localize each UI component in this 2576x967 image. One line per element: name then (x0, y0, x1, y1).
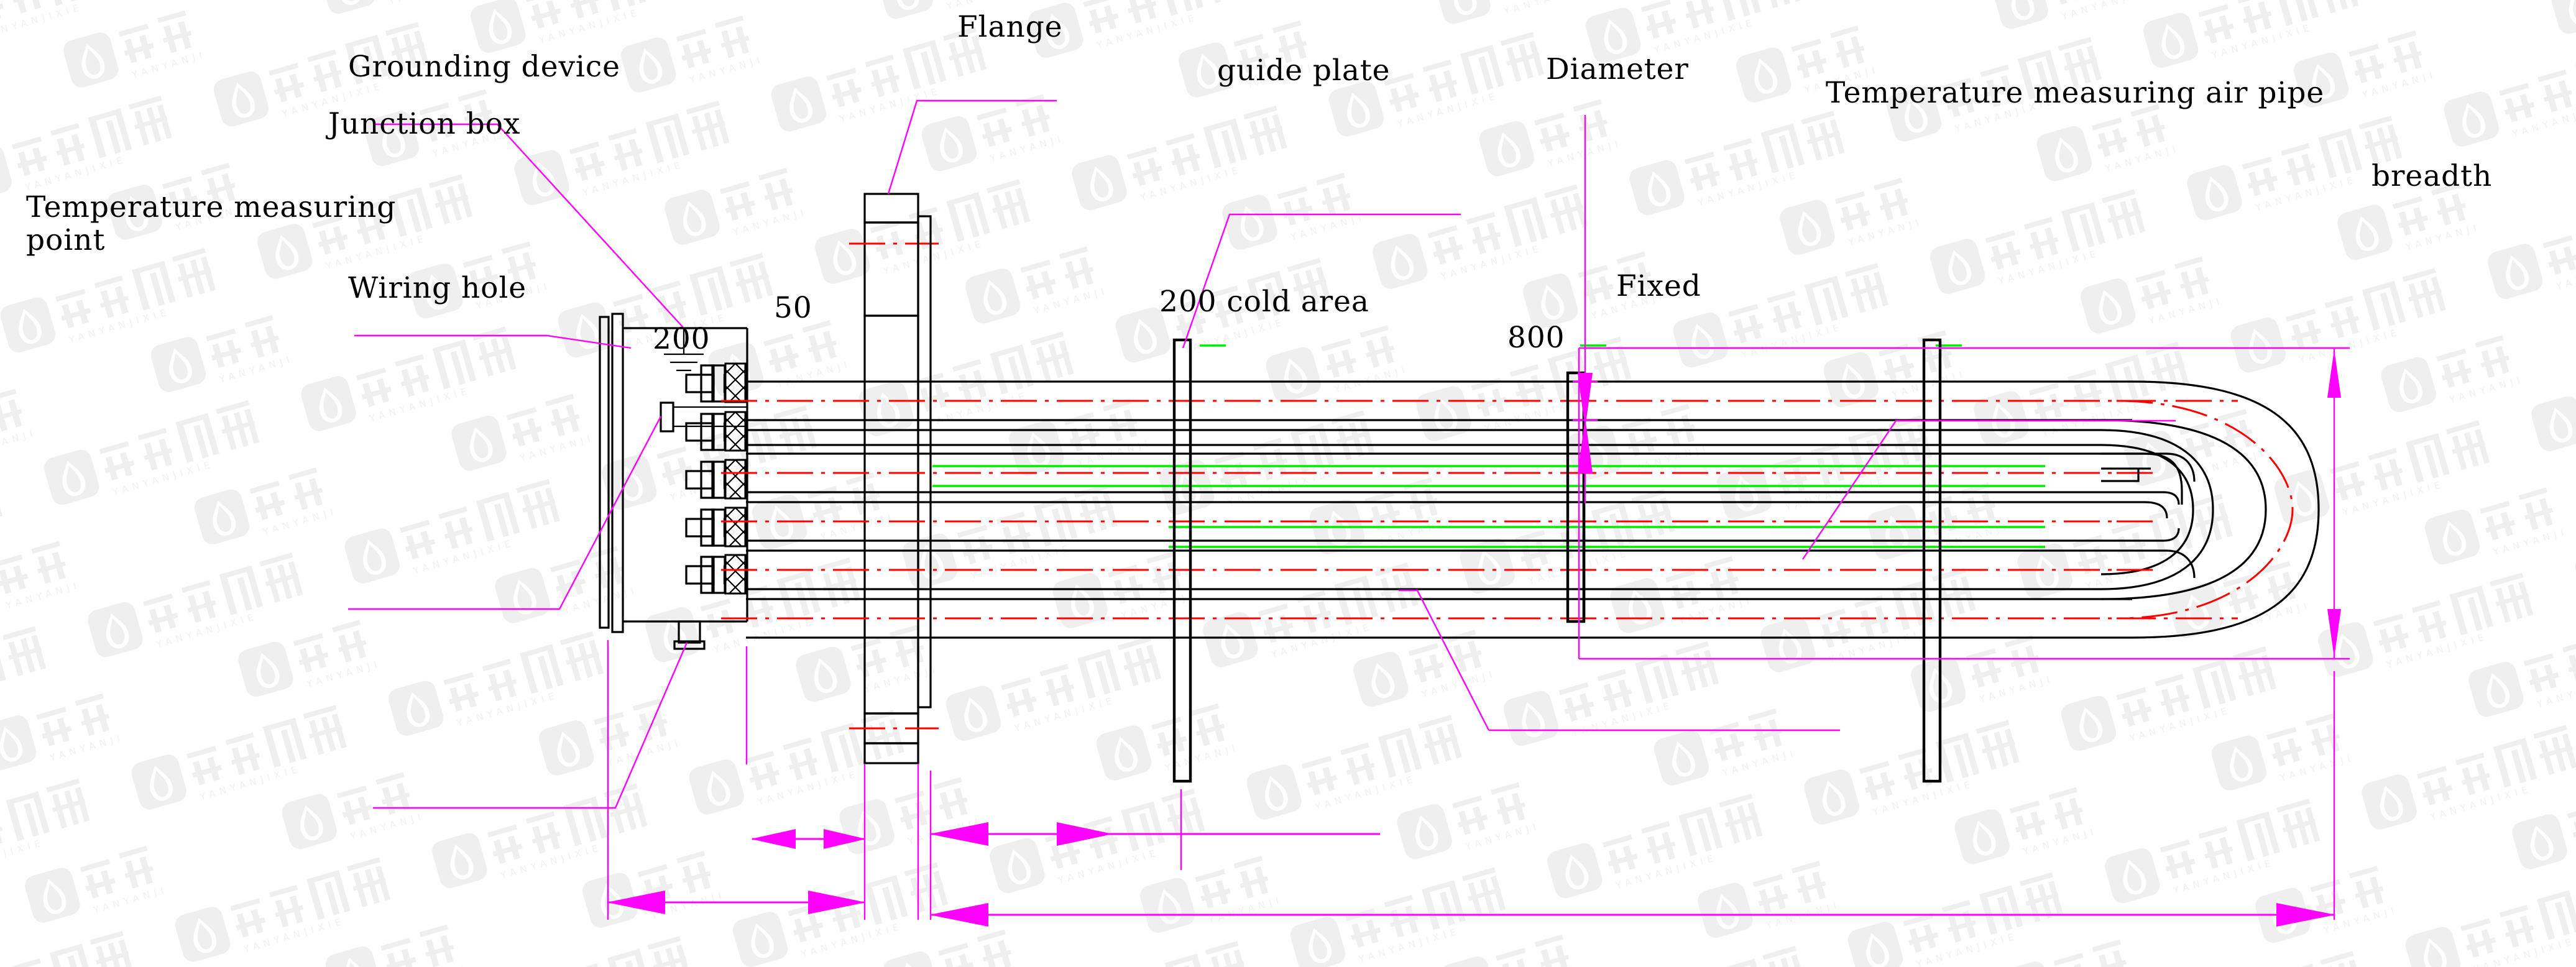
junction-box-assembly (599, 313, 748, 650)
callout-breadth: breadth (2371, 159, 2493, 193)
callout-temperature-measuring-air-pipe: Temperature measuring air pipe (1826, 76, 2325, 110)
callout-grounding-device: Grounding device (348, 50, 620, 84)
dimension-200 (607, 891, 866, 914)
dimension-label-200-cold-area: 200 cold area (1159, 285, 1369, 319)
dimension-label-200: 200 (653, 322, 711, 356)
callout-fixed: Fixed (1616, 269, 1701, 303)
callout-temperature-measuring-point: Temperature measuring point (26, 190, 397, 257)
guide-plate-3 (1922, 338, 1942, 783)
dimension-label-800: 800 (1507, 321, 1565, 355)
dimension-label-50: 50 (774, 291, 812, 325)
terminal-studs (685, 362, 747, 595)
callout-guide-plate: guide plate (1217, 53, 1391, 88)
callout-wiring-hole: Wiring hole (348, 271, 527, 305)
callout-junction-box: Junction box (328, 107, 521, 141)
dimension-50 (751, 829, 866, 849)
wiring-hole (673, 620, 706, 650)
guide-plate-1 (1172, 338, 1192, 783)
dimension-200-cold-area (929, 822, 1380, 846)
guide-plate-2 (1566, 371, 1586, 623)
bottom-dimensions (607, 640, 2335, 927)
flange (849, 193, 939, 764)
callout-diameter: Diameter (1546, 52, 1689, 86)
dimension-800 (929, 903, 2335, 927)
callout-flange: Flange (957, 10, 1063, 44)
